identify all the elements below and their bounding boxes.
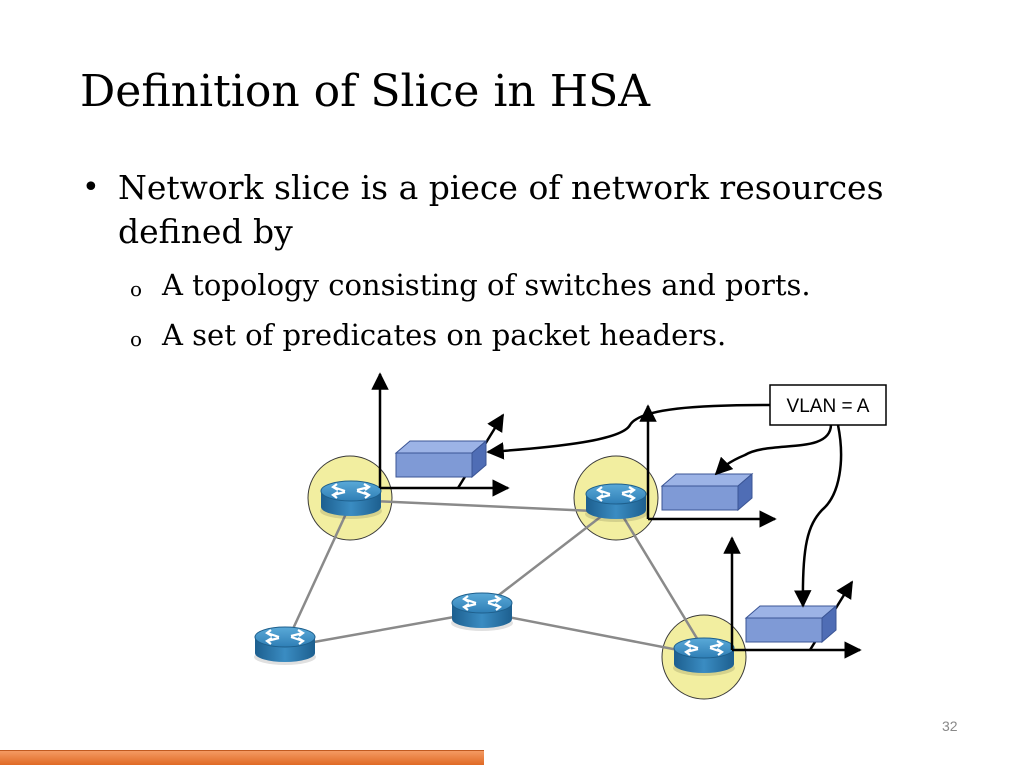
link (481, 610, 705, 657)
link (349, 498, 617, 514)
predicate-arrow (714, 424, 833, 476)
bullet-dot-icon: • (82, 170, 100, 205)
slide-title: Definition of Slice in HSA (80, 66, 651, 117)
router-icon (252, 625, 318, 667)
sub-bullet-text: A topology consisting of switches and po… (162, 268, 811, 302)
bullet-list: • Network slice is a piece of network re… (80, 166, 980, 352)
link (285, 610, 483, 649)
network-links (284, 498, 706, 657)
router-icon (583, 482, 649, 524)
router-icon (449, 591, 515, 633)
vlan-label-box (769, 384, 887, 426)
sub-bullet-item: o A topology consisting of switches and … (80, 268, 980, 302)
link (284, 504, 352, 645)
predicate-arrow (486, 403, 771, 460)
bullet-item: • Network slice is a piece of network re… (80, 166, 980, 254)
packet-header-icon (745, 605, 837, 643)
vlan-label: VLAN = A (787, 396, 870, 417)
router-icon (318, 479, 384, 521)
bottom-accent-bar (0, 750, 484, 765)
predicate-arrows (486, 403, 843, 608)
bullet-text: Network slice is a piece of network reso… (118, 168, 884, 251)
link (481, 504, 617, 609)
page-number: 32 (942, 718, 958, 734)
sub-bullet-circle-icon: o (130, 327, 143, 351)
predicate-arrow (793, 424, 843, 608)
packet-header-icon (661, 473, 753, 511)
sub-bullet-circle-icon: o (130, 277, 143, 301)
sub-bullet-item: o A set of predicates on packet headers. (80, 318, 980, 352)
packet-header-icon (395, 440, 487, 478)
router-icon (671, 636, 737, 678)
sub-bullet-text: A set of predicates on packet headers. (162, 318, 727, 352)
link (614, 504, 706, 651)
